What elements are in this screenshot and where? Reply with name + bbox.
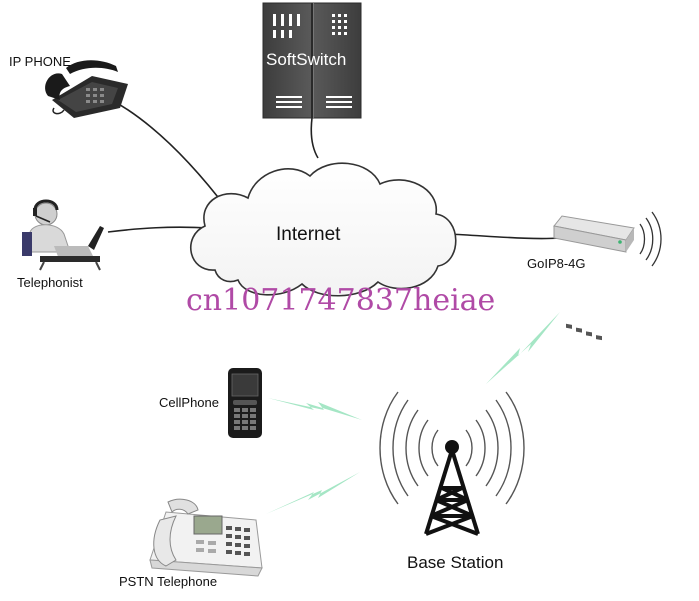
softswitch-label: SoftSwitch: [266, 50, 347, 69]
goip-gateway-icon: [553, 211, 662, 341]
ip-phone-label: IP PHONE: [9, 54, 71, 69]
cloud-icon: [190, 162, 457, 297]
line-ipphone-internet: [107, 97, 229, 211]
pstn-telephone-icon: [149, 498, 263, 577]
cellphone-label: CellPhone: [159, 395, 219, 410]
internet-label: Internet: [276, 224, 341, 245]
wireless-link-goip: [486, 312, 560, 384]
pstn-telephone-label: PSTN Telephone: [119, 574, 218, 589]
telephonist-icon: [22, 199, 104, 271]
line-telephonist-internet: [107, 226, 211, 233]
wireless-link-cellphone: [268, 398, 362, 420]
base-station-label: Base Station: [407, 553, 504, 572]
cellphone-icon: [228, 368, 262, 438]
telephonist-label: Telephonist: [17, 275, 83, 290]
wireless-signal-icon: [639, 211, 662, 267]
connection-lines: [107, 97, 561, 240]
goip-label: GoIP8-4G: [527, 256, 586, 271]
wireless-link-pstn: [266, 472, 360, 514]
softswitch-server-icon: [262, 2, 362, 119]
base-station-tower-icon: [379, 391, 525, 536]
line-softswitch-internet: [310, 117, 319, 159]
line-internet-goip: [447, 233, 561, 240]
ip-phone-icon: [45, 60, 128, 118]
watermark-text: cn1071747837heiae: [186, 283, 496, 318]
